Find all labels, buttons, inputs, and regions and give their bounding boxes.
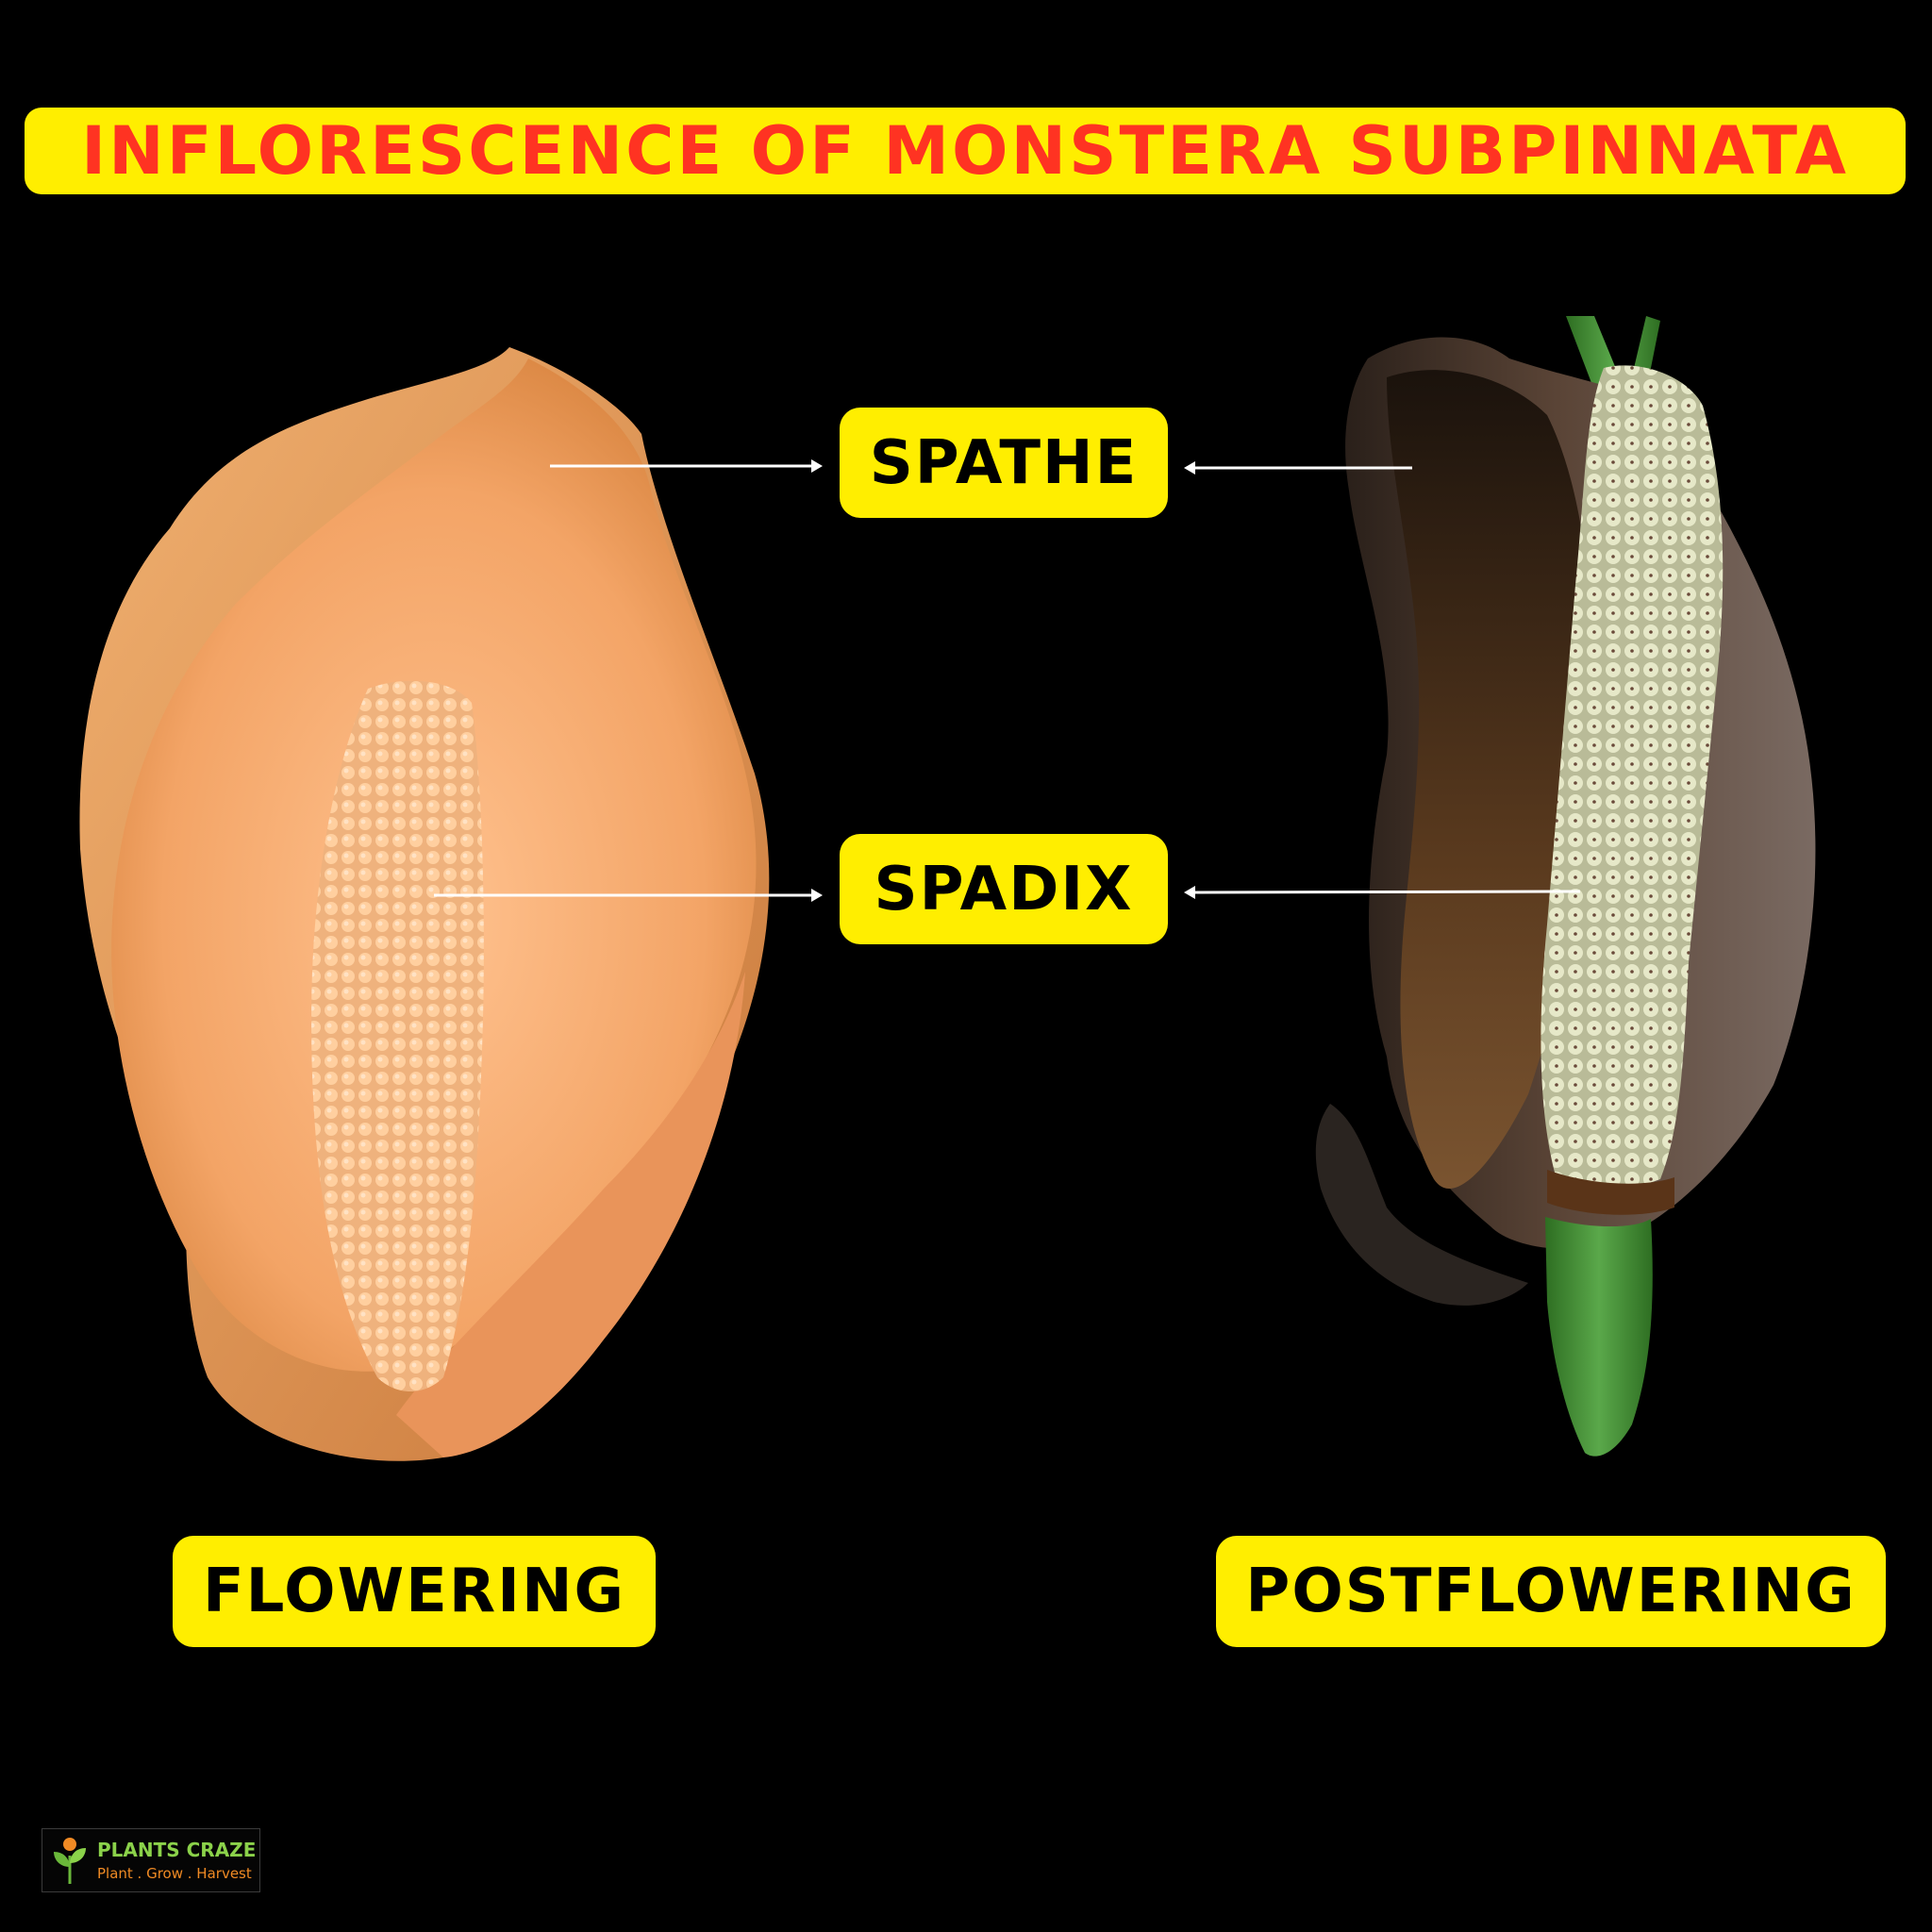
spadix-label-text: SPADIX <box>874 854 1134 924</box>
postflowering-label: POSTFLOWERING <box>1216 1536 1886 1647</box>
flowering-spadix <box>311 680 484 1391</box>
flowering-label: FLOWERING <box>173 1536 656 1647</box>
spathe-label: SPATHE <box>840 408 1168 518</box>
spathe-label-text: SPATHE <box>869 427 1139 498</box>
arrow-flowering-spadix <box>434 889 823 902</box>
flowering-spathe-fold <box>396 972 745 1457</box>
postflowering-label-text: POSTFLOWERING <box>1245 1557 1857 1626</box>
page-title: INFLORESCENCE OF MONSTERA SUBPINNATA <box>81 112 1849 190</box>
brand-logo: PLANTS CRAZE Plant . Grow . Harvest <box>42 1828 260 1892</box>
arrow-postflowering-spathe <box>1184 461 1412 475</box>
arrow-flowering-spathe <box>550 459 823 473</box>
flowering-label-text: FLOWERING <box>202 1557 626 1626</box>
connector-arrows <box>434 459 1581 902</box>
postflowering-stem-lower <box>1545 1217 1653 1457</box>
postflowering-inflorescence <box>1315 316 1816 1457</box>
spadix-label: SPADIX <box>840 834 1168 944</box>
postflowering-spathe-curl <box>1315 1104 1528 1306</box>
flowering-inflorescence <box>79 347 770 1461</box>
postflowering-spadix-base-ring <box>1547 1170 1674 1215</box>
postflowering-spadix <box>1541 365 1724 1190</box>
postflowering-spathe-inner <box>1387 370 1594 1189</box>
logo-tagline: Plant . Grow . Harvest <box>97 1865 252 1882</box>
sprout-icon <box>54 1838 86 1884</box>
arrow-postflowering-spadix <box>1184 886 1581 899</box>
title-banner: INFLORESCENCE OF MONSTERA SUBPINNATA <box>25 108 1906 194</box>
logo-name: PLANTS CRAZE <box>97 1839 257 1861</box>
